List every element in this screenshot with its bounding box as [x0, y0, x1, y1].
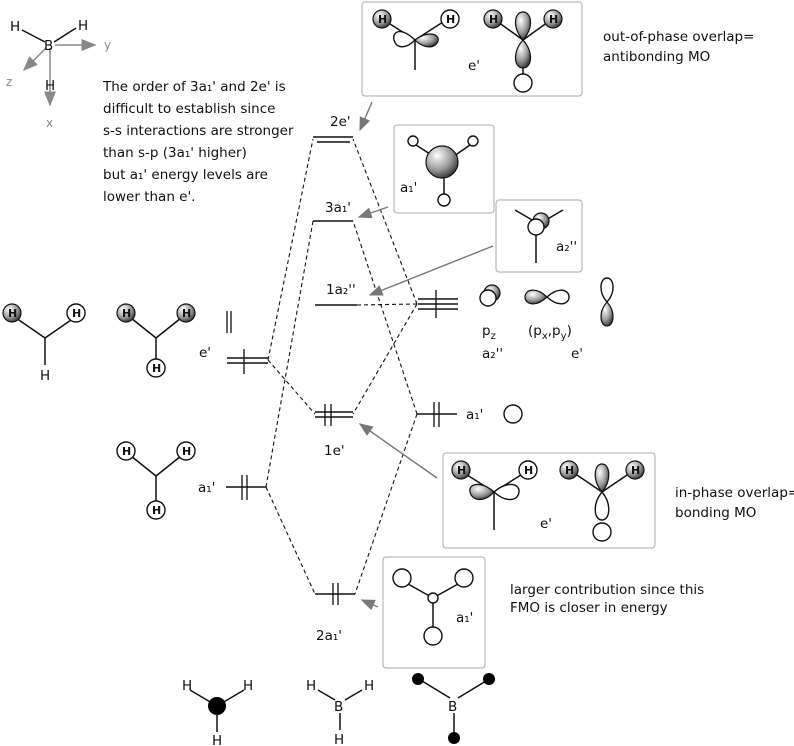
bonding-e-box: H H H H e' — [442, 452, 656, 549]
axis-y-label: y — [104, 38, 111, 52]
sym-label: a₂'' — [556, 239, 577, 255]
note-line: s-s interactions are stronger — [103, 123, 294, 139]
note-line: but a₁' energy levels are — [103, 167, 268, 183]
atom-label: H — [631, 464, 640, 477]
note-line: lower than e'. — [103, 189, 195, 205]
atom-label: H — [122, 307, 131, 320]
pz-orbital-icon — [479, 289, 497, 307]
antibonding-caption: antibonding MO — [603, 49, 710, 65]
coordinate-axes: H H B H y z x — [6, 18, 111, 130]
boron-p-levels — [418, 290, 458, 318]
atom-label: H — [364, 678, 374, 694]
atom-label: (p — [528, 323, 542, 339]
mo-1e-level: 1e' — [315, 404, 353, 459]
sym-label: e' — [540, 516, 552, 532]
atom-label: H — [243, 678, 253, 694]
mo-2a1-level: 2a₁' — [315, 583, 355, 644]
a1-caption: FMO is closer in energy — [510, 600, 668, 616]
axis-z-label: z — [6, 75, 12, 89]
atom-label: z — [491, 331, 496, 342]
atom-label: H — [72, 307, 81, 320]
atom-label: H — [457, 464, 466, 477]
py-orbital-icon — [600, 277, 614, 304]
sym-label: a₁' — [456, 610, 473, 626]
sym-label: a₂'' — [482, 346, 503, 362]
mo-1a2-level: 1a₂'' — [315, 282, 357, 306]
a1-2-box: a₁' — [382, 556, 486, 669]
pointer-arrows — [357, 101, 494, 611]
atom-label: H — [378, 13, 387, 26]
atom-label: H — [122, 445, 131, 458]
antibonding-e-box: H H H H e' — [361, 1, 583, 97]
level-label: a₁' — [466, 407, 483, 423]
h3-a1-level: a₁' — [198, 475, 266, 500]
atom-label: H — [334, 732, 344, 746]
h3-e-orbital-2: H H H — [116, 303, 196, 378]
sym-label: e' — [571, 346, 583, 362]
atom-label: ,p — [548, 323, 561, 339]
note-line: than s-p (3a₁' higher) — [103, 145, 247, 161]
pxpy-label: (px,py) — [528, 323, 572, 342]
bh3-dot-molecule: B — [412, 673, 495, 744]
atom-label: B — [448, 699, 457, 715]
boron-p-orbitals: pz (px,py) a₂'' e' — [479, 277, 614, 362]
a1-caption: larger contribution since this — [510, 582, 704, 598]
h3-a1-orbital: H H H — [116, 441, 196, 520]
bh3-molecule: H H B H — [306, 678, 374, 746]
h3-e-orbital-1: H H H — [2, 303, 86, 384]
sym-label: e' — [468, 58, 480, 74]
atom-h: H — [10, 19, 20, 35]
atom-h: H — [78, 18, 88, 34]
level-label: a₁' — [198, 480, 215, 496]
bonding-caption: bonding MO — [675, 505, 756, 521]
boron-s-level: a₁' — [417, 402, 523, 427]
atom-label: H — [182, 678, 192, 694]
antibonding-caption: out-of-phase overlap= — [603, 29, 754, 45]
atom-label: B — [334, 699, 343, 715]
atom-label: y — [561, 331, 567, 342]
atom-h: H — [45, 78, 55, 94]
h3-e-level: e' — [199, 311, 268, 374]
atom-label: H — [549, 13, 558, 26]
atom-label: H — [212, 733, 222, 746]
atom-label: H — [152, 362, 161, 375]
level-label: e' — [199, 345, 211, 361]
atom-label: ) — [567, 323, 572, 339]
level-label: 1e' — [324, 443, 345, 459]
level-label: 2e' — [330, 114, 351, 130]
ordering-note: The order of 3a₁' and 2e' is difficult t… — [102, 79, 294, 205]
atom-label: H — [182, 445, 191, 458]
atom-label: H — [306, 678, 316, 694]
level-label: 1a₂'' — [326, 282, 356, 298]
atom-label: H — [489, 13, 498, 26]
atom-label: H — [446, 13, 455, 26]
level-label: 2a₁' — [316, 628, 342, 644]
atom-label: H — [565, 464, 574, 477]
level-label: 3a₁' — [325, 200, 351, 216]
mo-3a1-level: 3a₁' — [313, 200, 353, 222]
atom-label: p — [482, 323, 491, 339]
atom-label: H — [152, 504, 161, 517]
atom-label: H — [40, 368, 50, 384]
s-orbital-icon — [503, 404, 523, 424]
mo-2e-level: 2e' — [313, 114, 353, 143]
atom-label: x — [542, 331, 548, 342]
pz-label: pz — [482, 323, 496, 342]
correlation-lines — [265, 138, 418, 595]
atom-label: H — [8, 307, 17, 320]
atom-b: B — [44, 38, 53, 54]
h3-molecule: H H H — [182, 678, 253, 746]
px-orbital-icon — [524, 289, 548, 305]
a2pp-box: a₂'' — [495, 199, 583, 273]
note-line: difficult to establish since — [103, 101, 275, 117]
atom-label: H — [182, 307, 191, 320]
sym-label: a₁' — [400, 180, 417, 196]
a1-3-box: a₁' — [393, 124, 495, 214]
axis-x-label: x — [46, 116, 53, 130]
bonding-caption: in-phase overlap= — [675, 485, 794, 501]
note-line: The order of 3a₁' and 2e' is — [102, 79, 286, 95]
atom-label: H — [524, 464, 533, 477]
